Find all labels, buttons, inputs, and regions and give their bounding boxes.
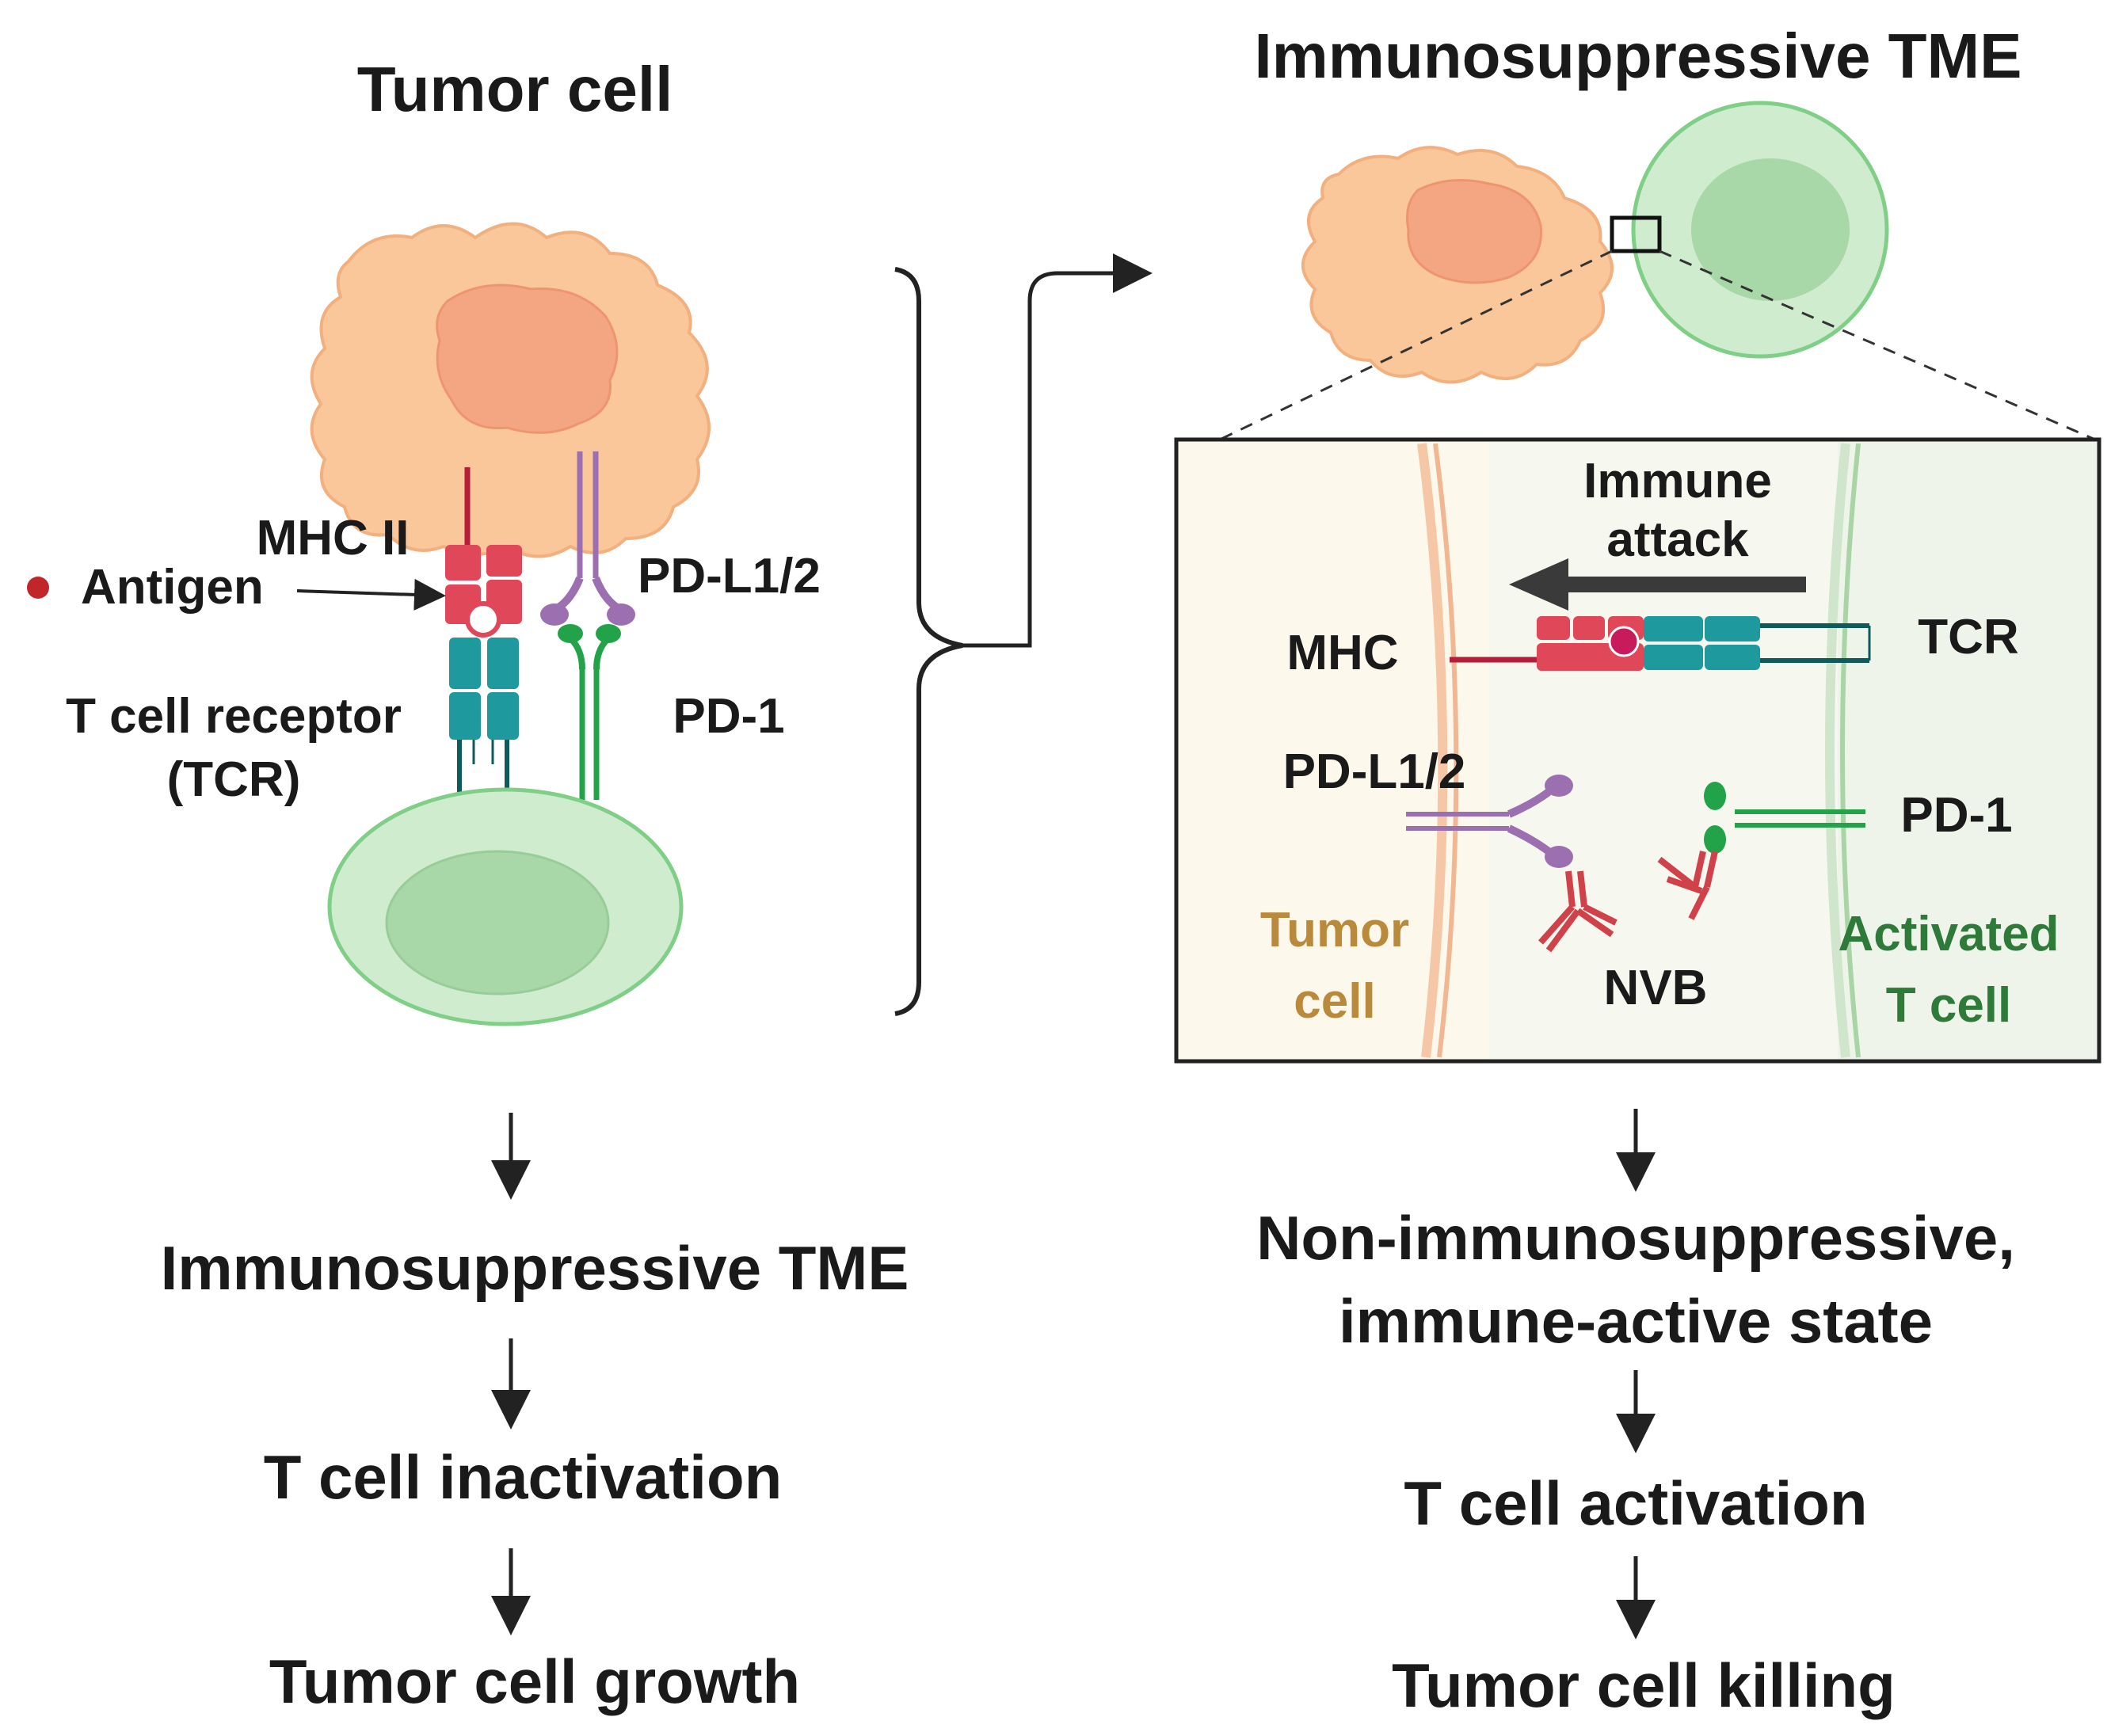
zoom-tcr-label: TCR <box>1918 610 2018 664</box>
nvb-antibody-left <box>1538 870 1618 953</box>
zoom-box <box>1174 437 2101 1064</box>
left-flow-step-1: Immunosuppressive TME <box>161 1233 909 1303</box>
zoom-marker <box>1610 215 1662 253</box>
pd1-label: PD-1 <box>673 689 784 744</box>
zoom-tcell-label-line1: Activated <box>1838 907 2059 961</box>
right-flow-step-2: T cell activation <box>1404 1468 1867 1538</box>
zoom-tumor-label-line1: Tumor <box>1260 903 1409 957</box>
mhc-ii-label: MHC II <box>257 511 410 565</box>
antigen-label: Antigen <box>81 560 264 615</box>
immune-attack-arrow <box>1509 558 1806 611</box>
zoom-line-left <box>1219 249 1613 441</box>
grouping-brace <box>894 267 963 1016</box>
small-tumor-cell <box>1301 146 1614 384</box>
left-title: Tumor cell <box>357 54 673 124</box>
zoom-line-right <box>1659 249 2096 441</box>
tcr-label-line1: T cell receptor <box>66 689 402 744</box>
zoom-pdl-label: PD-L1/2 <box>1283 744 1466 799</box>
right-title: Immunosuppressive TME <box>1254 21 2021 91</box>
zoom-tumor-label-line2: cell <box>1294 974 1375 1029</box>
right-flow-step-3: Tumor cell killing <box>1392 1650 1896 1720</box>
attack-label-line1: Immune <box>1583 454 1772 508</box>
zoom-pd1 <box>1704 782 1865 854</box>
zoom-pd1-label: PD-1 <box>1900 788 2012 843</box>
pdl-label: PD-L1/2 <box>638 549 821 603</box>
zoom-mhc-label: MHC <box>1286 626 1398 680</box>
antigen-dot-icon <box>27 577 49 599</box>
nvb-antibody-right <box>1657 851 1718 920</box>
brace-arrow <box>962 253 1153 648</box>
right-flow-step-1b: immune-active state <box>1339 1286 1933 1356</box>
attack-label-line2: attack <box>1606 512 1749 567</box>
zoom-tcell-label-line2: T cell <box>1886 978 2012 1033</box>
left-flow-step-2: T cell inactivation <box>264 1442 783 1512</box>
mhc-ii-receptor <box>445 467 522 638</box>
zoom-pdl <box>1406 775 1573 868</box>
t-cell <box>327 787 684 1026</box>
tcr-label-line2: (TCR) <box>167 752 301 807</box>
pd1-receptor <box>558 624 621 800</box>
small-t-cell <box>1631 101 1889 359</box>
tumor-nucleus <box>436 284 619 434</box>
antigen-arrow <box>296 578 446 611</box>
pdl-receptor <box>540 451 635 626</box>
right-flow-step-1a: Non-immunosuppressive, <box>1256 1203 2015 1273</box>
mhc-tcr-complex <box>1450 616 1871 671</box>
tumor-cell <box>310 222 711 558</box>
left-flow-step-3: Tumor cell growth <box>269 1647 800 1716</box>
zoom-nvb-label: NVB <box>1604 961 1708 1015</box>
